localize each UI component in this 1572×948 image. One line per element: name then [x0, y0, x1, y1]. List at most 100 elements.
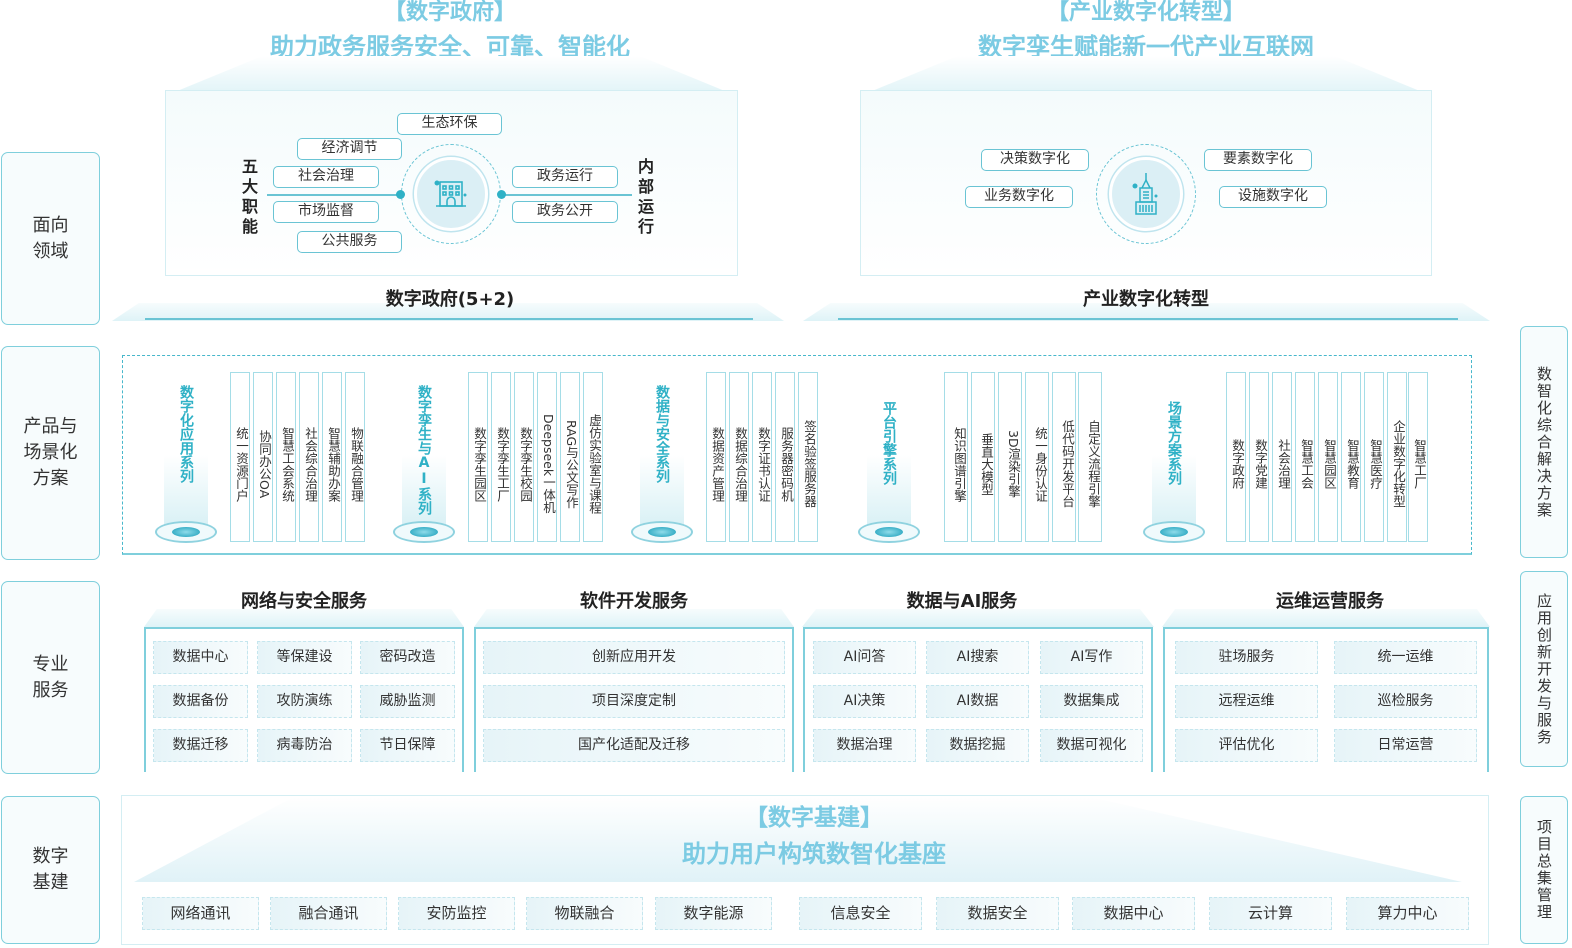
series-scenario: 场景方案系列	[1142, 385, 1206, 547]
industry-circle-inner	[1109, 157, 1183, 231]
service-item: 统一运维	[1334, 641, 1477, 674]
industry-item-decision: 决策数字化	[981, 149, 1089, 171]
series-pedestal-icon	[155, 521, 217, 543]
service-item: 数据治理	[813, 729, 916, 762]
service-group-title: 数据与AI服务	[906, 591, 1018, 612]
infra-item: 算力中心	[1346, 897, 1469, 930]
gov-section-base	[112, 303, 784, 321]
row-label-domains: 面向 领域	[1, 152, 100, 325]
infra-item: 融合通讯	[270, 897, 387, 930]
gov-circle-inner	[414, 157, 488, 231]
service-item: 项目深度定制	[483, 685, 785, 718]
side-label-solution: 数智化综合解决方案	[1520, 326, 1568, 558]
side-label-text: 项目总集管理	[1535, 819, 1553, 921]
service-item: 攻防演练	[257, 685, 352, 718]
service-item: 数据迁移	[153, 729, 248, 762]
gov-item-ops: 政务运行	[512, 166, 618, 188]
service-item: 节日保障	[360, 729, 455, 762]
product-item: 数据综合治理	[729, 372, 749, 542]
service-item: 数据集成	[1040, 685, 1143, 718]
product-item: RAG与公文写作	[560, 372, 580, 542]
service-item: 远程运维	[1175, 685, 1318, 718]
series-title: 数字孪生与AI系列	[416, 385, 432, 515]
infra-header: 【数字基建】 助力用户构筑数智化基座	[564, 805, 1064, 869]
product-item: 服务器密码机	[775, 372, 795, 542]
side-label-project: 项目总集管理	[1520, 796, 1568, 944]
service-item: 创新应用开发	[483, 641, 785, 674]
product-item: 社会治理	[1272, 372, 1292, 542]
product-item: 智慧辅助办案	[322, 372, 342, 542]
product-item: 智慧医疗	[1364, 372, 1384, 542]
service-group-title: 网络与安全服务	[241, 591, 367, 612]
service-item: 国产化适配及迁移	[483, 729, 785, 762]
row-label-text: 面向 领域	[32, 214, 69, 262]
product-item: 知识图谱引擎	[944, 372, 968, 542]
series-twin-ai: 数字孪生与AI系列	[392, 385, 456, 547]
infra-item: 云计算	[1209, 897, 1332, 930]
tower-building-icon	[1132, 173, 1158, 215]
row-label-services: 专业 服务	[1, 581, 100, 774]
industry-trapezoid	[860, 56, 1432, 96]
product-item: 智慧工厂	[1408, 372, 1428, 542]
gov-right-title: 内部运行	[637, 157, 654, 236]
gov-item-market: 市场监督	[273, 201, 379, 223]
service-group-title: 软件开发服务	[580, 591, 688, 612]
service-item: 数据中心	[153, 641, 248, 674]
product-item: 低代码开发平台	[1052, 372, 1076, 542]
series-pedestal-icon	[858, 521, 920, 543]
product-item: 物联融合管理	[345, 372, 365, 542]
infra-item: 数据中心	[1072, 897, 1195, 930]
side-label-text: 数智化综合解决方案	[1535, 365, 1553, 519]
service-group-base	[474, 609, 794, 627]
product-item: Deepseek一体机	[537, 372, 557, 542]
infra-item: 网络通讯	[142, 897, 259, 930]
product-item: 虚仿实验室与课程	[583, 372, 603, 542]
series-pedestal-icon	[393, 521, 455, 543]
product-item: 数据资产管理	[706, 372, 726, 542]
gov-item-public: 公共服务	[297, 231, 402, 253]
service-item: AI决策	[813, 685, 916, 718]
product-item: 智慧工会系统	[276, 372, 296, 542]
series-title: 数字化应用系列	[178, 385, 194, 483]
service-item: 数据可视化	[1040, 729, 1143, 762]
products-frame	[122, 355, 1472, 555]
infra-subheading: 助力用户构筑数智化基座	[682, 840, 946, 868]
gov-header: 【数字政府】 助力政务服务安全、可靠、智能化	[200, 0, 700, 62]
industry-item-factor: 要素数字化	[1204, 149, 1312, 171]
service-group-base	[144, 609, 464, 627]
infra-item: 数据安全	[936, 897, 1059, 930]
side-label-text: 应用创新开发与服务	[1535, 592, 1553, 746]
infra-item: 物联融合	[526, 897, 643, 930]
gov-left-dot	[396, 190, 405, 199]
product-item: 签名验签服务器	[798, 372, 818, 542]
product-item: 统一资源门户	[230, 372, 250, 542]
gov-trapezoid	[165, 56, 737, 96]
product-item: 智慧工会	[1295, 372, 1315, 542]
product-item: 统一身份认证	[1025, 372, 1049, 542]
service-item: AI数据	[926, 685, 1029, 718]
row-label-products: 产品与 场景化 方案	[1, 346, 100, 560]
industry-section-base	[803, 303, 1490, 321]
gov-item-social: 社会治理	[273, 166, 379, 188]
series-title: 数据与安全系列	[654, 385, 670, 483]
infra-item: 安防监控	[398, 897, 515, 930]
gov-right-dot	[497, 190, 506, 199]
gov-section-line	[145, 318, 753, 320]
product-item: 社会综合治理	[299, 372, 319, 542]
product-item: 自定义流程引擎	[1078, 372, 1102, 542]
service-group-base	[1162, 609, 1490, 627]
service-item: 病毒防治	[257, 729, 352, 762]
product-item: 数字孪生校园	[514, 372, 534, 542]
series-platform-engine: 平台引擎系列	[857, 385, 921, 547]
series-title: 场景方案系列	[1166, 401, 1182, 485]
gov-section-title: 数字政府(5+2)	[385, 289, 515, 310]
series-pedestal-icon	[631, 521, 693, 543]
series-data-security: 数据与安全系列	[630, 385, 694, 547]
service-item: 评估优化	[1175, 729, 1318, 762]
row-label-text: 产品与 场景化 方案	[23, 416, 78, 489]
product-item: 数字党建	[1249, 372, 1269, 542]
product-item: 数字证书认证	[752, 372, 772, 542]
industry-section-title: 产业数字化转型	[1083, 289, 1209, 310]
service-item: 威胁监测	[360, 685, 455, 718]
product-item: 数字孪生工厂	[491, 372, 511, 542]
